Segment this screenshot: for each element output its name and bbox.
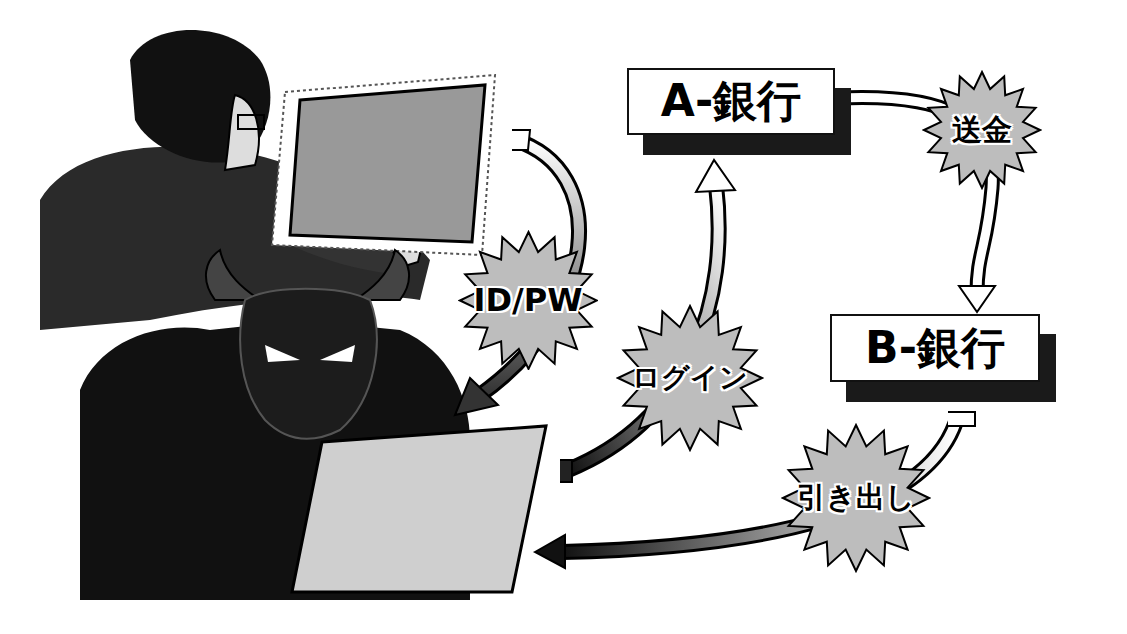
- bank-name: B-銀行: [865, 319, 1005, 378]
- screen: [272, 75, 495, 255]
- bank-box: B-銀行: [830, 314, 1040, 382]
- withdrawal-arrow: [535, 412, 975, 568]
- burst-label: ログイン: [616, 304, 764, 452]
- burst-label-text: 引き出し: [797, 478, 915, 518]
- bank-box: A-銀行: [627, 68, 835, 135]
- edge-label: 送金: [922, 70, 1042, 190]
- laptop: [292, 426, 546, 592]
- burst-label: 引き出し: [781, 423, 931, 573]
- burst-label-text: ログイン: [632, 359, 748, 397]
- burst-label: ID/PW: [458, 230, 599, 371]
- burst-label-text: ID/PW: [474, 281, 583, 319]
- bank-name: A-銀行: [661, 72, 801, 131]
- edge-label-text: 送金: [952, 110, 1012, 151]
